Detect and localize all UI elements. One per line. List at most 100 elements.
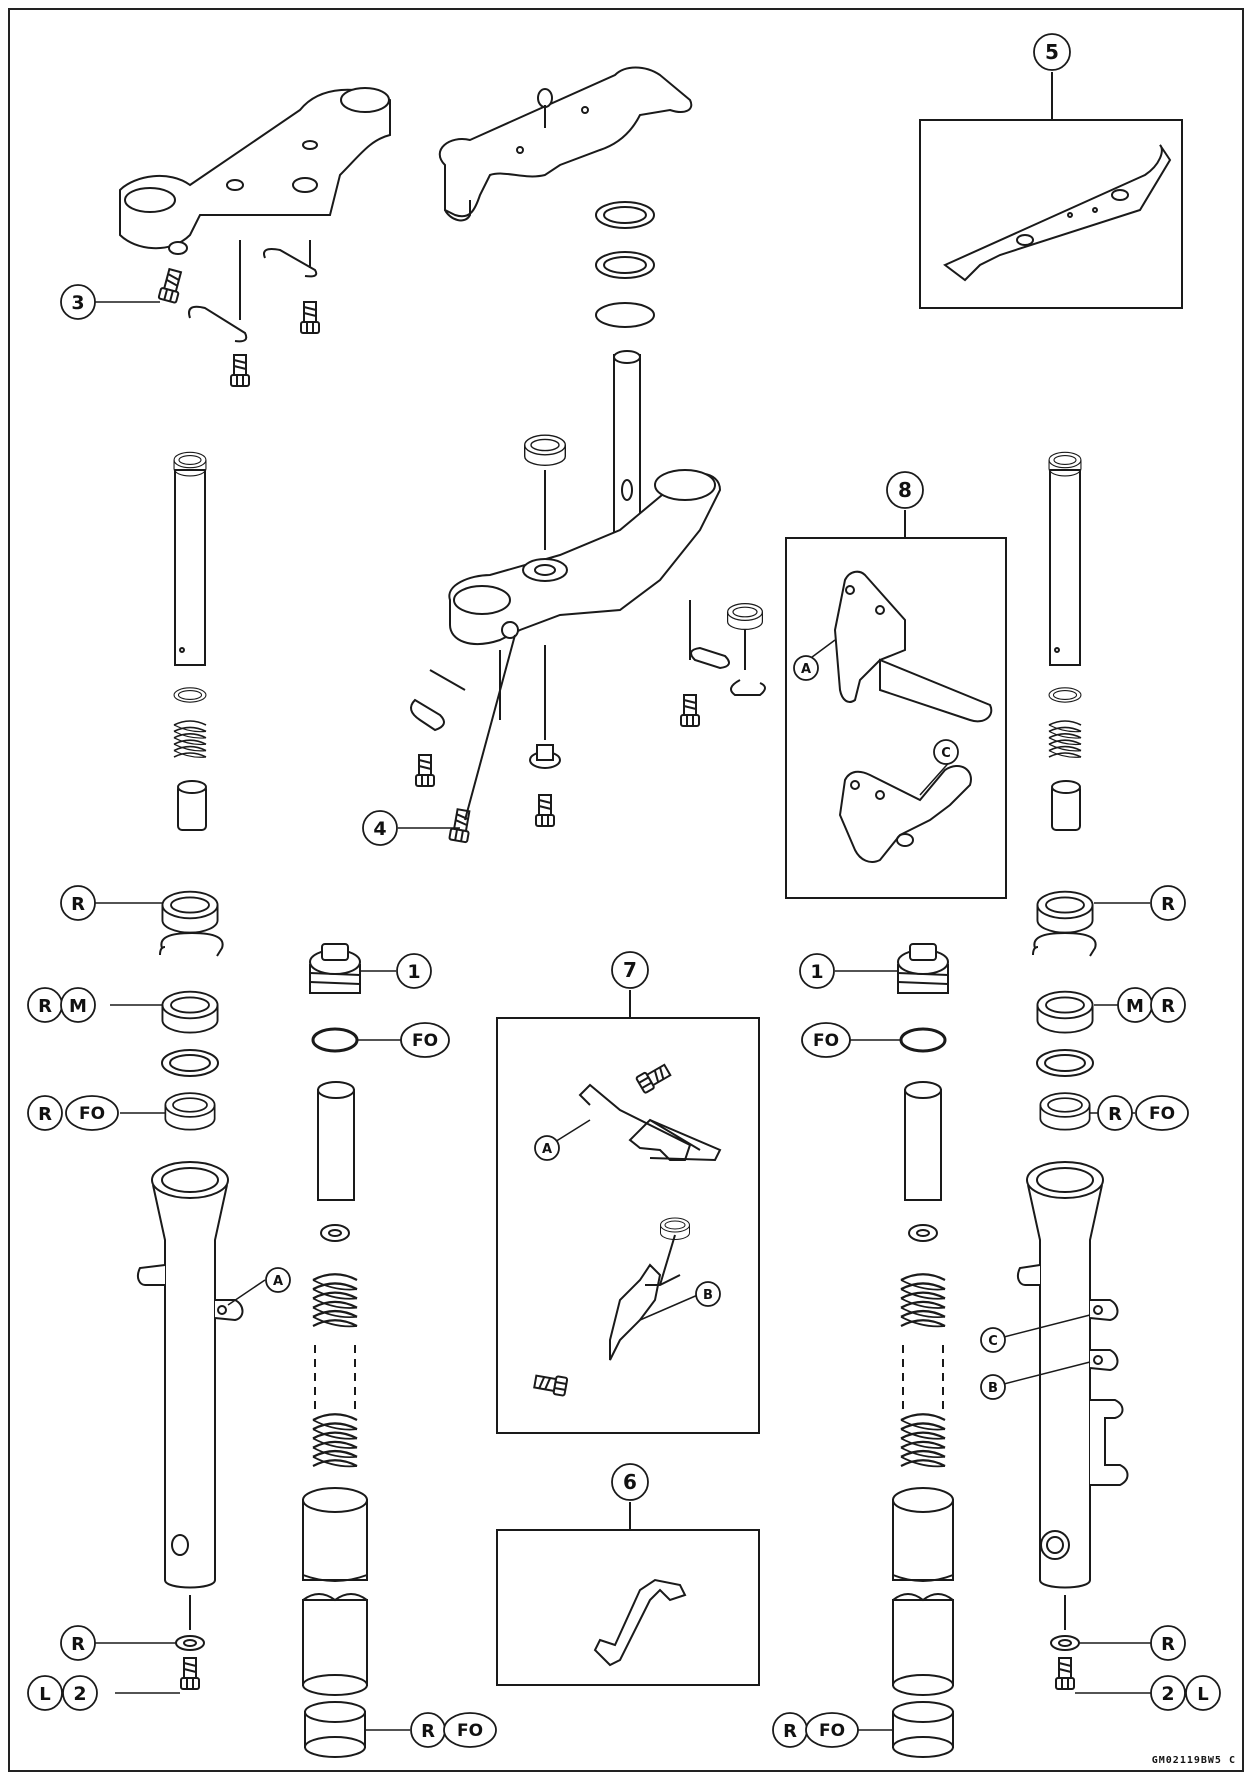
box-5 bbox=[919, 119, 1183, 309]
label-right-fo-3: FO bbox=[819, 1721, 845, 1741]
left-outer-tube bbox=[136, 1161, 244, 1589]
callout-labels: 5 3 8 4 A C R R 1 7 1 R M M R FO FO R FO… bbox=[38, 40, 1209, 1742]
box-7-bolt-top bbox=[634, 1061, 673, 1095]
left-tube-washer bbox=[173, 687, 207, 703]
box-7-clip-a bbox=[578, 1083, 722, 1162]
label-right-fo-1: FO bbox=[813, 1031, 839, 1051]
box-8-bracket-c bbox=[838, 765, 972, 863]
right-spacer bbox=[904, 1081, 942, 1201]
right-o-ring bbox=[899, 1027, 947, 1053]
label-3: 3 bbox=[71, 292, 84, 314]
left-cylinder-upper bbox=[302, 1487, 368, 1582]
box-6-clip bbox=[593, 1578, 687, 1667]
left-guide-bushing bbox=[164, 1092, 216, 1131]
bolt-3 bbox=[157, 267, 185, 304]
right-spring-seat bbox=[908, 1224, 938, 1242]
left-o-ring bbox=[311, 1027, 359, 1053]
right-dust-seal bbox=[1036, 890, 1094, 934]
bolt-upper-lower bbox=[230, 354, 250, 387]
label-left-fo-2: FO bbox=[79, 1104, 105, 1124]
left-fork-spring-upper bbox=[311, 1273, 359, 1328]
box-7-grommet-leader bbox=[659, 1234, 676, 1286]
left-bolt-2 bbox=[180, 1657, 200, 1690]
left-tube-collar bbox=[177, 780, 207, 831]
right-cylinder-upper bbox=[892, 1487, 954, 1582]
left-fork-tube bbox=[173, 451, 207, 666]
label-right-1: 1 bbox=[810, 961, 823, 983]
figure-code: GM02119BW5 C bbox=[1151, 1755, 1236, 1766]
label-left-r-5: R bbox=[421, 1721, 435, 1742]
label-left-r-4: R bbox=[71, 1634, 85, 1655]
right-tube-collar bbox=[1051, 780, 1081, 831]
label-right-b: B bbox=[988, 1381, 998, 1396]
left-slide-bushing bbox=[304, 1701, 366, 1758]
label-left-a: A bbox=[273, 1274, 283, 1289]
label-left-r-3: R bbox=[38, 1104, 52, 1125]
leader-4 bbox=[464, 634, 516, 821]
right-bolt-2 bbox=[1055, 1657, 1075, 1690]
label-right-r-4: R bbox=[1161, 1634, 1175, 1655]
right-drain-washer bbox=[1050, 1635, 1080, 1651]
box-8-bracket-a bbox=[833, 570, 993, 723]
label-left-r-2: R bbox=[38, 996, 52, 1017]
left-cylinder-lower bbox=[302, 1593, 368, 1696]
right-top-plug bbox=[897, 943, 949, 994]
top-cover-bracket bbox=[438, 66, 693, 222]
label-right-r-3: R bbox=[1108, 1104, 1122, 1125]
box-5-bracket bbox=[943, 144, 1172, 282]
label-right-r-5: R bbox=[783, 1721, 797, 1742]
lower-bracket bbox=[448, 469, 722, 645]
clip-right bbox=[263, 240, 318, 278]
label-7-a: A bbox=[542, 1142, 552, 1157]
box-6 bbox=[496, 1529, 760, 1686]
label-right-l: L bbox=[1197, 1684, 1208, 1705]
clip-left bbox=[188, 240, 248, 343]
hose-clip-right bbox=[689, 600, 766, 696]
box-7 bbox=[496, 1017, 760, 1434]
label-right-m: M bbox=[1126, 996, 1144, 1017]
label-left-l: L bbox=[39, 1684, 50, 1705]
bolt-upper-right bbox=[300, 301, 320, 334]
bolt-stem bbox=[535, 794, 555, 827]
label-right-fo-2: FO bbox=[1149, 1104, 1175, 1124]
right-retaining-ring bbox=[1032, 931, 1097, 957]
diagram-frame bbox=[8, 8, 1244, 1772]
left-dust-seal bbox=[161, 890, 219, 934]
label-8: 8 bbox=[898, 478, 912, 502]
box-7-bolt-bottom bbox=[532, 1371, 569, 1397]
right-guide-bushing bbox=[1039, 1092, 1091, 1131]
label-right-c: C bbox=[988, 1334, 998, 1349]
right-oil-seal bbox=[1036, 990, 1094, 1034]
stem-cap bbox=[524, 434, 566, 466]
upper-bracket bbox=[119, 87, 391, 255]
label-left-fo-3: FO bbox=[457, 1721, 483, 1741]
damper-cap bbox=[726, 602, 764, 631]
right-tube-washer bbox=[1048, 687, 1082, 703]
label-right-r-1: R bbox=[1161, 894, 1175, 915]
label-right-r-2: R bbox=[1161, 996, 1175, 1017]
left-tube-spring bbox=[173, 720, 207, 759]
right-fork-spring-lower bbox=[899, 1413, 947, 1468]
label-right-2: 2 bbox=[1161, 1683, 1174, 1705]
right-fork-tube bbox=[1048, 451, 1082, 666]
top-ring-2 bbox=[595, 251, 655, 279]
left-retaining-ring bbox=[159, 931, 224, 957]
left-oil-seal bbox=[161, 990, 219, 1034]
callout-circles bbox=[27, 33, 1221, 1748]
label-6: 6 bbox=[623, 1470, 637, 1494]
label-8-c: C bbox=[941, 746, 951, 761]
label-left-1: 1 bbox=[407, 961, 420, 983]
label-left-fo-1: FO bbox=[412, 1031, 438, 1051]
right-slide-bushing bbox=[892, 1701, 954, 1758]
right-tube-spring bbox=[1048, 720, 1082, 759]
label-7-b: B bbox=[703, 1288, 713, 1303]
box-8 bbox=[785, 537, 1007, 899]
right-fork-spring-upper bbox=[899, 1273, 947, 1328]
left-drain-washer bbox=[175, 1635, 205, 1651]
label-8-a: A bbox=[801, 662, 811, 677]
label-left-2: 2 bbox=[73, 1683, 86, 1705]
label-left-m: M bbox=[69, 996, 87, 1017]
box-7-clip-b bbox=[609, 1263, 681, 1361]
left-fork-spring-lower bbox=[311, 1413, 359, 1468]
